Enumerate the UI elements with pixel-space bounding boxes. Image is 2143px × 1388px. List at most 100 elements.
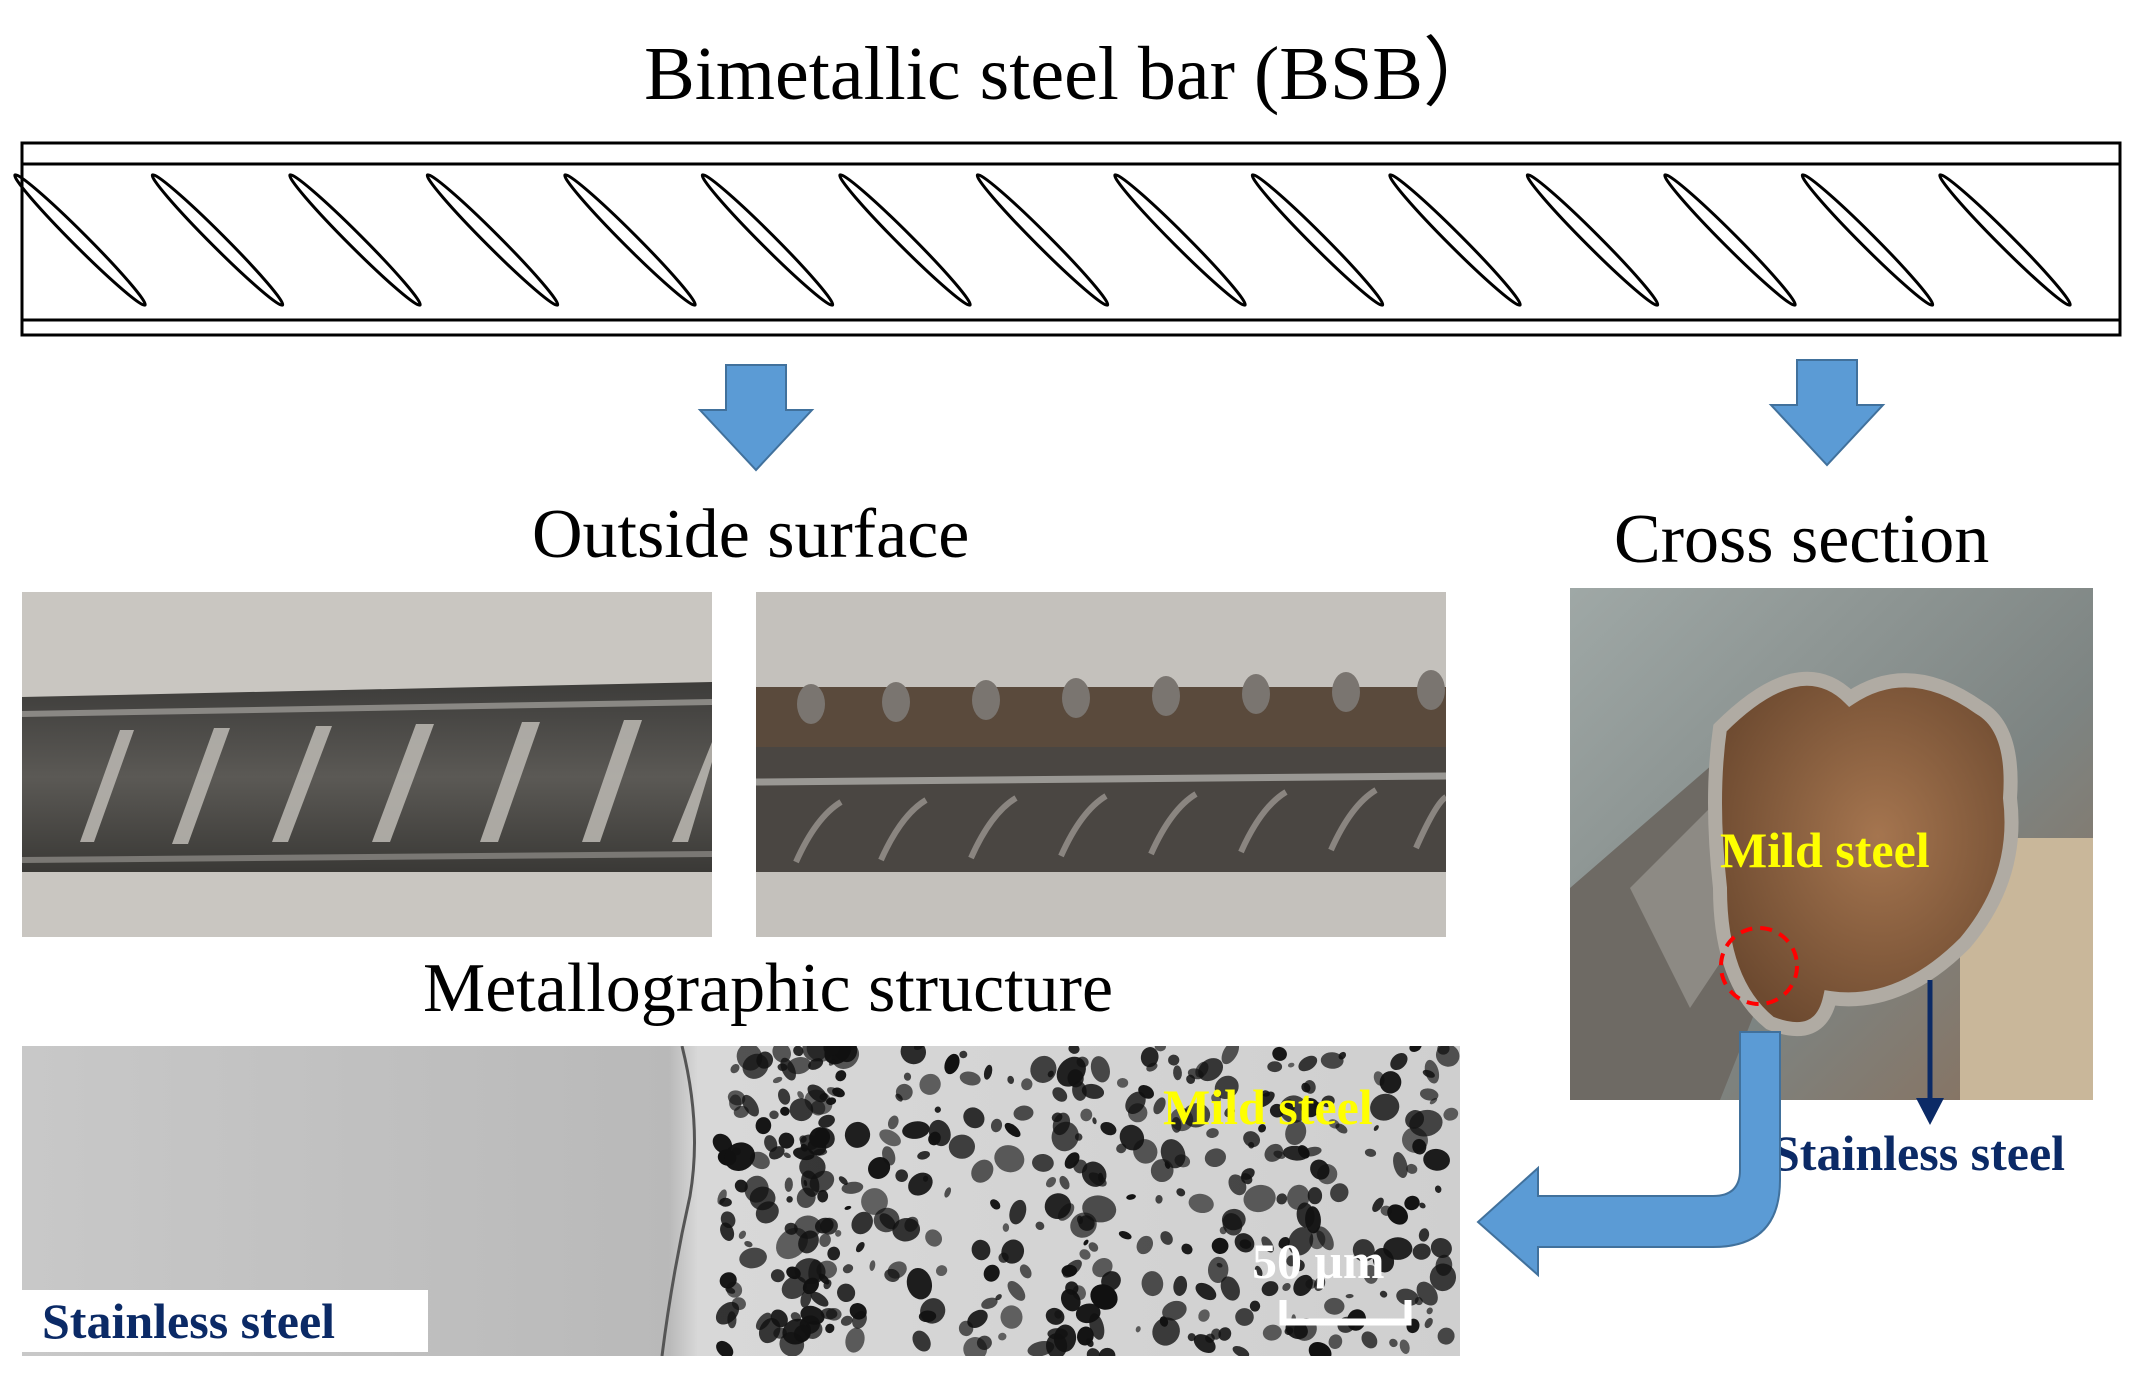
grain (793, 1147, 815, 1161)
grain (1000, 1305, 1023, 1329)
grain (1309, 1230, 1326, 1250)
grain (912, 1330, 931, 1352)
grain (971, 1239, 991, 1261)
arrow-down-cross-section (1768, 359, 1886, 467)
grain (1155, 1195, 1163, 1204)
grain (1424, 1317, 1433, 1329)
grain (904, 1216, 919, 1232)
grain (1419, 1088, 1439, 1101)
grain (922, 1175, 929, 1182)
grain (1389, 1338, 1398, 1348)
grain (744, 1240, 753, 1248)
grain (1328, 1119, 1340, 1129)
grain (786, 1196, 793, 1203)
grain (755, 1117, 772, 1135)
grain (1293, 1274, 1313, 1296)
grain (809, 1127, 831, 1148)
grain (1162, 1300, 1187, 1321)
grain (1090, 1056, 1110, 1083)
grain (807, 1084, 827, 1103)
rebar-rib (1800, 173, 1935, 307)
grain (798, 1230, 819, 1254)
grain (1396, 1288, 1419, 1306)
cross-section-photo (1570, 588, 2093, 1100)
grain (1307, 1187, 1323, 1205)
grain (1092, 1117, 1097, 1125)
grain (1426, 1307, 1433, 1315)
grain (1207, 1256, 1229, 1283)
grain (1264, 1143, 1284, 1162)
grain (1434, 1185, 1442, 1193)
grain (820, 1307, 838, 1320)
grain (900, 1046, 927, 1065)
grain (1206, 1128, 1219, 1139)
grain (1232, 1345, 1250, 1356)
grain (1211, 1237, 1229, 1255)
grain (1051, 1112, 1063, 1123)
grain (887, 1115, 899, 1130)
grain (963, 1107, 985, 1129)
grain (994, 1145, 1025, 1173)
grain (1002, 1223, 1010, 1232)
grain (1204, 1148, 1227, 1168)
grain (1021, 1078, 1033, 1091)
grain (1198, 1058, 1224, 1082)
grain (1013, 1105, 1034, 1121)
grain (906, 1267, 933, 1300)
grain (793, 1046, 804, 1057)
grain (913, 1046, 924, 1050)
grain (825, 1323, 835, 1334)
grain (1035, 1221, 1045, 1231)
grain (1254, 1265, 1263, 1277)
grain (778, 1132, 795, 1149)
grain (1001, 1239, 1025, 1264)
grain (1032, 1153, 1054, 1172)
rebar-outline (20, 141, 2122, 337)
grain (793, 1324, 811, 1343)
grain (1310, 1159, 1330, 1180)
grain (959, 1050, 968, 1059)
grain (1393, 1152, 1408, 1178)
grain (1435, 1254, 1453, 1276)
scale-bar-line (1279, 1300, 1412, 1326)
arrow-interface-to-micrograph (1476, 1031, 1781, 1278)
grain (1047, 1328, 1068, 1340)
grain (895, 1169, 909, 1183)
rebar-rib (1938, 173, 2072, 307)
grain (816, 1260, 837, 1279)
grain (1056, 1056, 1086, 1087)
grain (1062, 1259, 1082, 1278)
grain (810, 1291, 829, 1307)
grain (783, 1152, 791, 1159)
grain (840, 1315, 853, 1326)
grain (813, 1148, 828, 1156)
grain (1086, 1348, 1101, 1356)
grain (1160, 1139, 1186, 1169)
rebar-rib (1113, 173, 1247, 307)
grain (887, 1261, 907, 1279)
stainless-steel-cross-label: Stainless steel (1772, 1125, 2066, 1181)
grain (1187, 1333, 1196, 1342)
grain (1007, 1075, 1015, 1084)
grain (948, 1134, 975, 1159)
grain (784, 1177, 793, 1192)
grain (828, 1059, 836, 1066)
grain (1080, 1108, 1093, 1122)
grain (1240, 1173, 1253, 1185)
grain (1330, 1183, 1349, 1203)
grain (1176, 1188, 1186, 1197)
grain (1088, 1172, 1107, 1187)
grain (1304, 1080, 1316, 1094)
grain (1173, 1275, 1188, 1296)
grain (1141, 1271, 1164, 1297)
grain (1284, 1326, 1294, 1336)
grain (1390, 1052, 1408, 1071)
rebar-rib (1250, 173, 1385, 307)
grain (1423, 1148, 1450, 1171)
grain (810, 1100, 826, 1116)
mild-steel-micro-label: Mild steel (1163, 1079, 1373, 1135)
grain (895, 1083, 913, 1101)
grain (849, 1046, 857, 1051)
grain (799, 1135, 807, 1143)
